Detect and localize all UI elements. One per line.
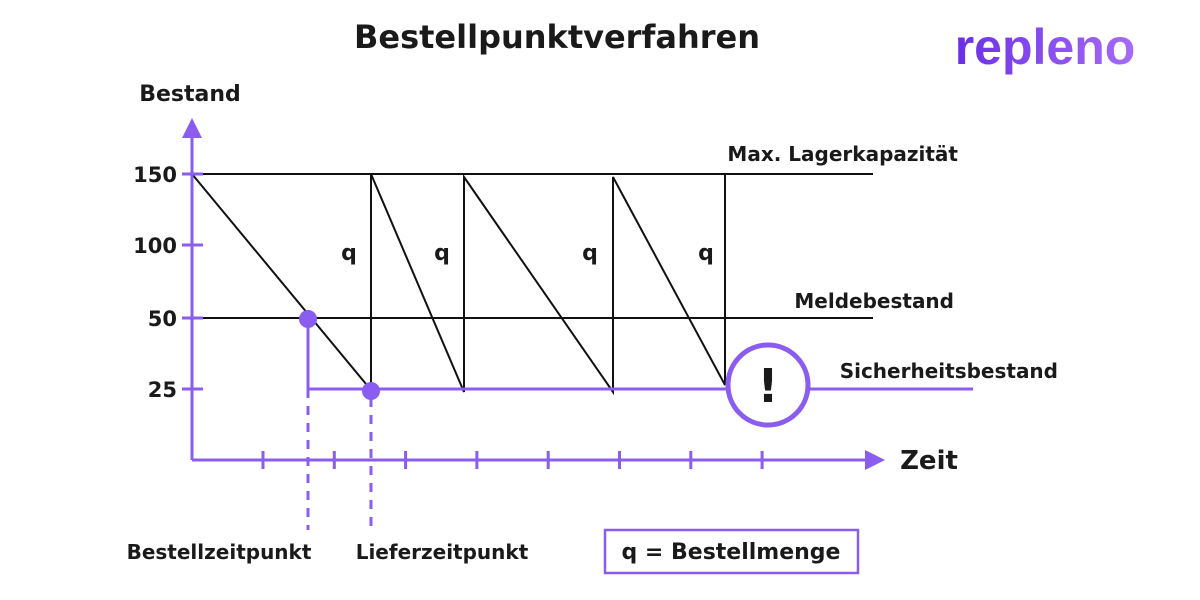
order-quantity-label-1: q <box>341 241 357 266</box>
page-title: Bestellpunktverfahren <box>354 18 760 56</box>
delivery-point-marker <box>362 382 380 400</box>
order-quantity-label-3: q <box>582 241 598 266</box>
y-axis-ticks <box>182 172 203 391</box>
y-tick-label-25: 25 <box>148 378 177 402</box>
reorder-level-label: Meldebestand <box>794 289 954 313</box>
y-tick-label-150: 150 <box>133 163 177 187</box>
warning-symbol: ! <box>758 359 779 413</box>
inventory-curve <box>191 173 726 396</box>
order-time-label: Bestellzeitpunkt <box>127 540 312 564</box>
x-axis-label: Zeit <box>900 446 958 476</box>
legend: q = Bestellmenge <box>603 528 860 575</box>
order-point-marker <box>299 310 317 328</box>
x-axis-ticks <box>261 451 764 469</box>
y-axis-label: Bestand <box>139 82 241 107</box>
y-tick-label-100: 100 <box>133 234 177 258</box>
brand-logo: repleno <box>955 19 1136 75</box>
delivery-time-label: Lieferzeitpunkt <box>356 540 529 564</box>
x-axis-arrow-icon <box>865 450 885 470</box>
legend-text: q = Bestellmenge <box>622 540 841 565</box>
order-quantity-label-2: q <box>434 241 450 266</box>
warning-icon: ! <box>725 342 811 428</box>
safety-stock-label: Sicherheitsbestand <box>840 359 1058 383</box>
legend-box <box>603 528 860 575</box>
y-axis-arrow-icon <box>182 118 202 138</box>
y-tick-label-50: 50 <box>148 307 177 331</box>
order-quantity-label-4: q <box>698 241 714 266</box>
max-capacity-label: Max. Lagerkapazität <box>727 142 958 166</box>
